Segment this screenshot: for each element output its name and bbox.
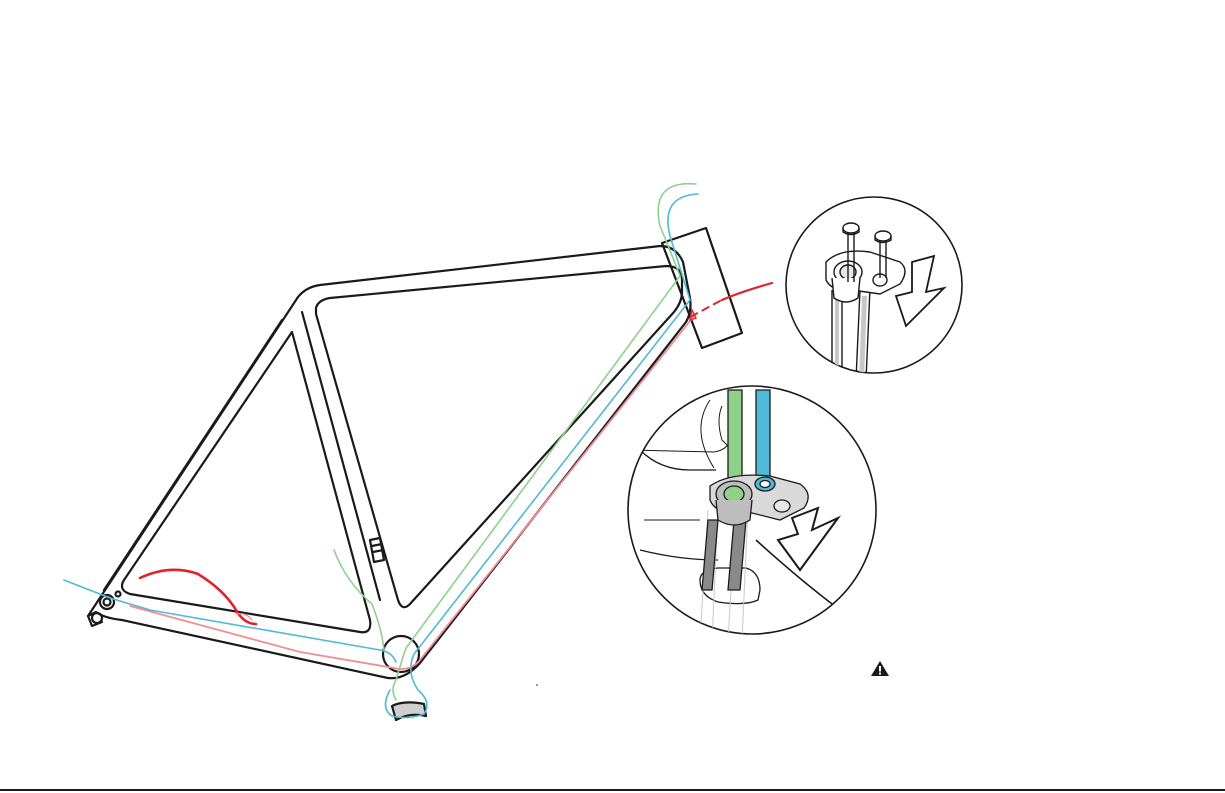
warning-triangle-icon [870, 659, 890, 679]
frame-outer-outline [88, 246, 691, 678]
head-tube [662, 228, 742, 348]
page-bottom-rule [0, 789, 1225, 791]
callout-cable-guide-bolts [786, 197, 962, 380]
green-cable-seat-tube [334, 550, 384, 650]
callout-cable-guide-insert [628, 386, 876, 640]
seat-tube-edge [302, 312, 380, 600]
front-triangle-inner [316, 266, 682, 607]
callout2-blue-cable [756, 390, 770, 484]
red-cable-chainstay [140, 570, 256, 624]
red-cable-head-tube [722, 283, 772, 300]
blue-cable-chainstay [64, 580, 396, 662]
red-cable-dashed [692, 301, 720, 316]
seatstay [104, 320, 282, 590]
pink-cable-down-tube [130, 316, 694, 669]
